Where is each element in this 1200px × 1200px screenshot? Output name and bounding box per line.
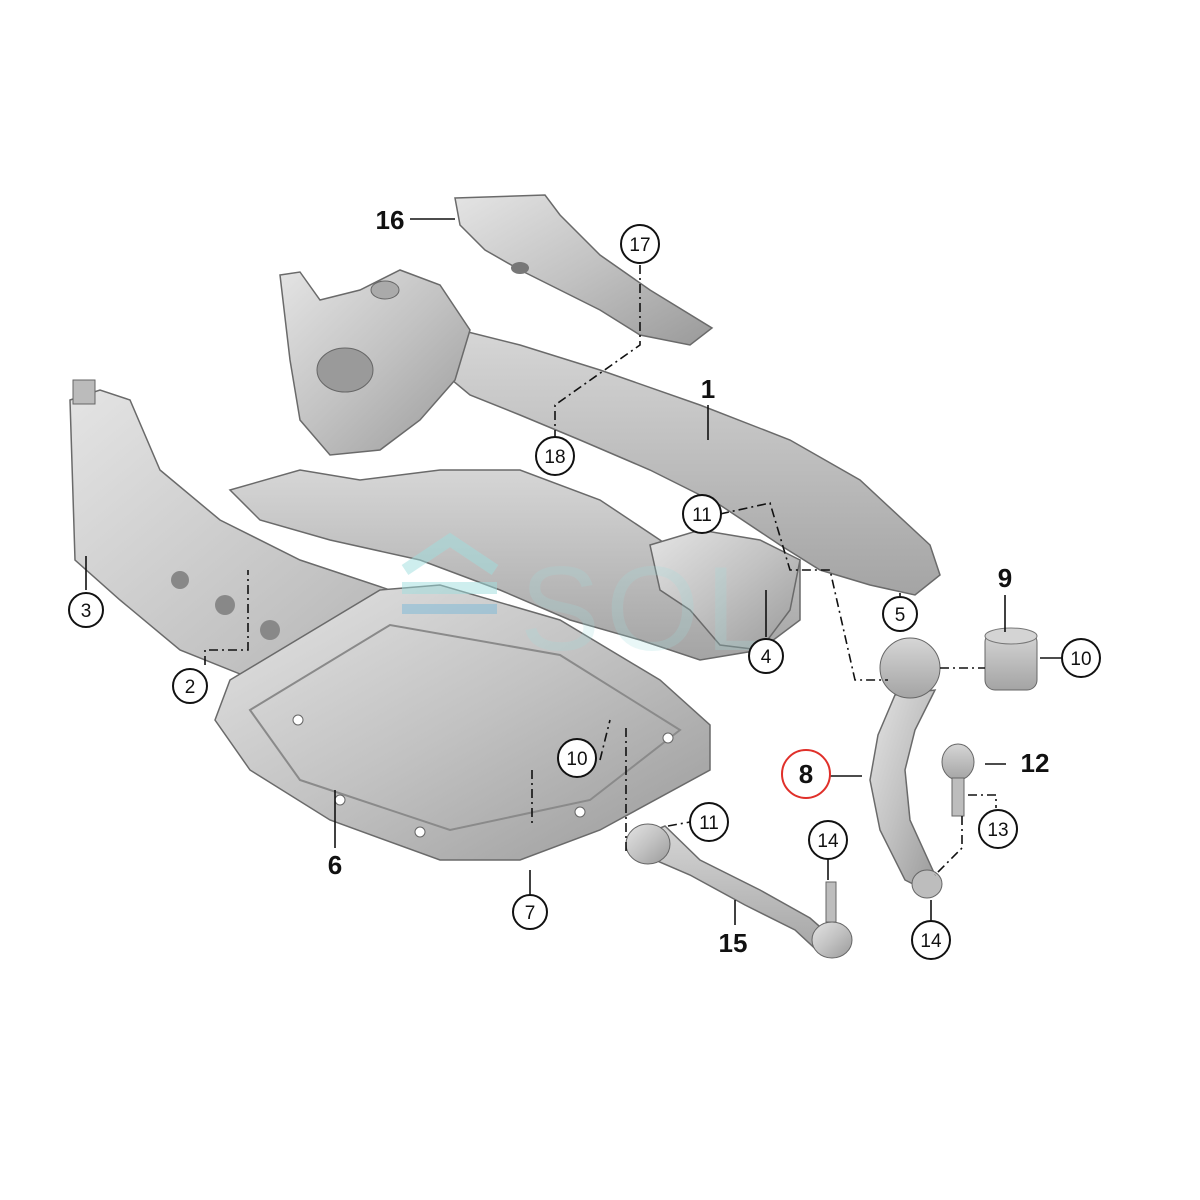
svg-text:2: 2 [185,677,196,698]
assembly-lines [204,265,997,876]
svg-text:12: 12 [1021,748,1050,778]
callout-5: 5 [882,596,918,632]
svg-text:8: 8 [799,759,813,789]
callout-15: 15 [719,928,748,958]
svg-text:13: 13 [987,820,1008,841]
watermark-text: SOL [520,542,778,676]
svg-text:18: 18 [544,447,565,468]
svg-text:14: 14 [920,931,942,952]
callout-16: 16 [376,205,405,235]
svg-text:3: 3 [81,601,92,622]
callout-11-lower: 11 [689,802,729,842]
ball-joint-part [941,743,975,817]
callout-6: 6 [328,850,342,880]
callout-7: 7 [512,894,548,930]
callout-9: 9 [998,563,1012,593]
callout-12: 12 [1021,748,1050,778]
leader-lines [85,218,1062,925]
svg-text:10: 10 [1070,649,1091,670]
svg-text:17: 17 [629,235,650,256]
svg-text:1: 1 [701,374,715,404]
callout-2: 2 [172,668,208,704]
callout-18: 18 [535,436,575,476]
callout-17: 17 [620,224,660,264]
callout-1: 1 [701,374,715,404]
svg-text:4: 4 [761,647,772,668]
svg-text:9: 9 [998,563,1012,593]
callout-10-right: 10 [1061,638,1101,678]
control-arm-part [869,637,943,899]
callout-14-arm: 14 [911,920,951,960]
svg-text:15: 15 [719,928,748,958]
callout-13: 13 [978,809,1018,849]
bushing-part [984,627,1038,691]
callout-14-strut: 14 [808,820,848,860]
svg-text:11: 11 [699,813,719,834]
callout-3: 3 [68,592,104,628]
svg-text:7: 7 [525,903,536,924]
svg-text:14: 14 [817,831,839,852]
heat-shield-part [454,194,714,346]
svg-text:11: 11 [692,505,712,526]
callout-8: 8 [781,749,831,799]
callout-4: 4 [748,638,784,674]
watermark-logo: SOL [401,532,778,676]
svg-text:6: 6 [328,850,342,880]
callout-10-left: 10 [557,738,597,778]
svg-text:5: 5 [895,605,906,626]
svg-text:10: 10 [566,749,587,770]
svg-text:16: 16 [376,205,405,235]
tension-strut-part [625,823,853,959]
callout-11-upper: 11 [682,494,722,534]
